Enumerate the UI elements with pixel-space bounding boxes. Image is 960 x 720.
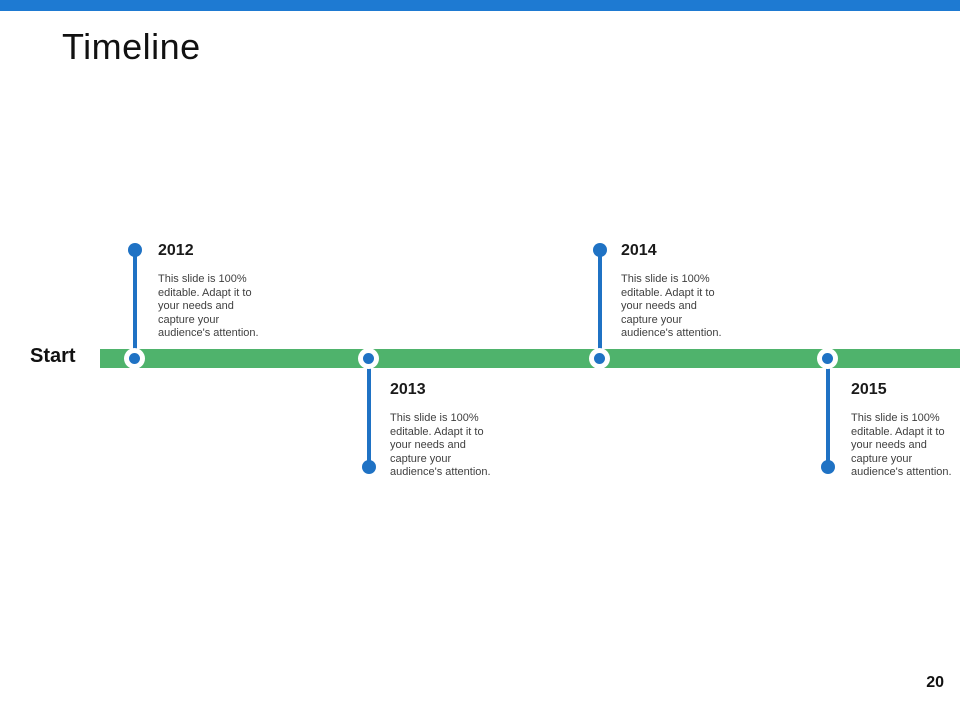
milestone-year: 2013 [390, 381, 426, 398]
milestone-bar-dot [358, 348, 379, 369]
connector-line [133, 250, 137, 359]
milestone-label: 2013 This slide is 100% editable. Adapt … [390, 381, 500, 480]
milestone-year: 2015 [851, 381, 887, 398]
milestone-end-dot [821, 460, 835, 474]
connector-line [367, 359, 371, 468]
milestone-bar-dot-inner [822, 353, 833, 364]
milestone-year: 2014 [621, 242, 657, 259]
page-number: 20 [926, 674, 944, 691]
milestone-end-dot [362, 460, 376, 474]
milestone-year: 2012 [158, 242, 194, 259]
milestone-bar-dot [124, 348, 145, 369]
milestone-end-dot [128, 243, 142, 257]
milestone-description: This slide is 100% editable. Adapt it to… [390, 412, 491, 478]
milestone-label: 2015 This slide is 100% editable. Adapt … [851, 381, 960, 480]
page-title: Timeline [62, 26, 201, 67]
milestone-bar-dot-inner [363, 353, 374, 364]
milestone-description: This slide is 100% editable. Adapt it to… [851, 412, 952, 478]
timeline-bar [100, 349, 960, 368]
milestone-description: This slide is 100% editable. Adapt it to… [621, 273, 722, 339]
milestone-bar-dot [589, 348, 610, 369]
milestone-label: 2012 This slide is 100% editable. Adapt … [158, 242, 268, 341]
connector-line [826, 359, 830, 468]
milestone-end-dot [593, 243, 607, 257]
top-accent-bar [0, 0, 960, 11]
milestone-bar-dot-inner [129, 353, 140, 364]
connector-line [598, 250, 602, 359]
milestone-bar-dot [817, 348, 838, 369]
milestone-label: 2014 This slide is 100% editable. Adapt … [621, 242, 731, 341]
timeline-start-label: Start [30, 345, 76, 367]
milestone-bar-dot-inner [594, 353, 605, 364]
milestone-description: This slide is 100% editable. Adapt it to… [158, 273, 259, 339]
